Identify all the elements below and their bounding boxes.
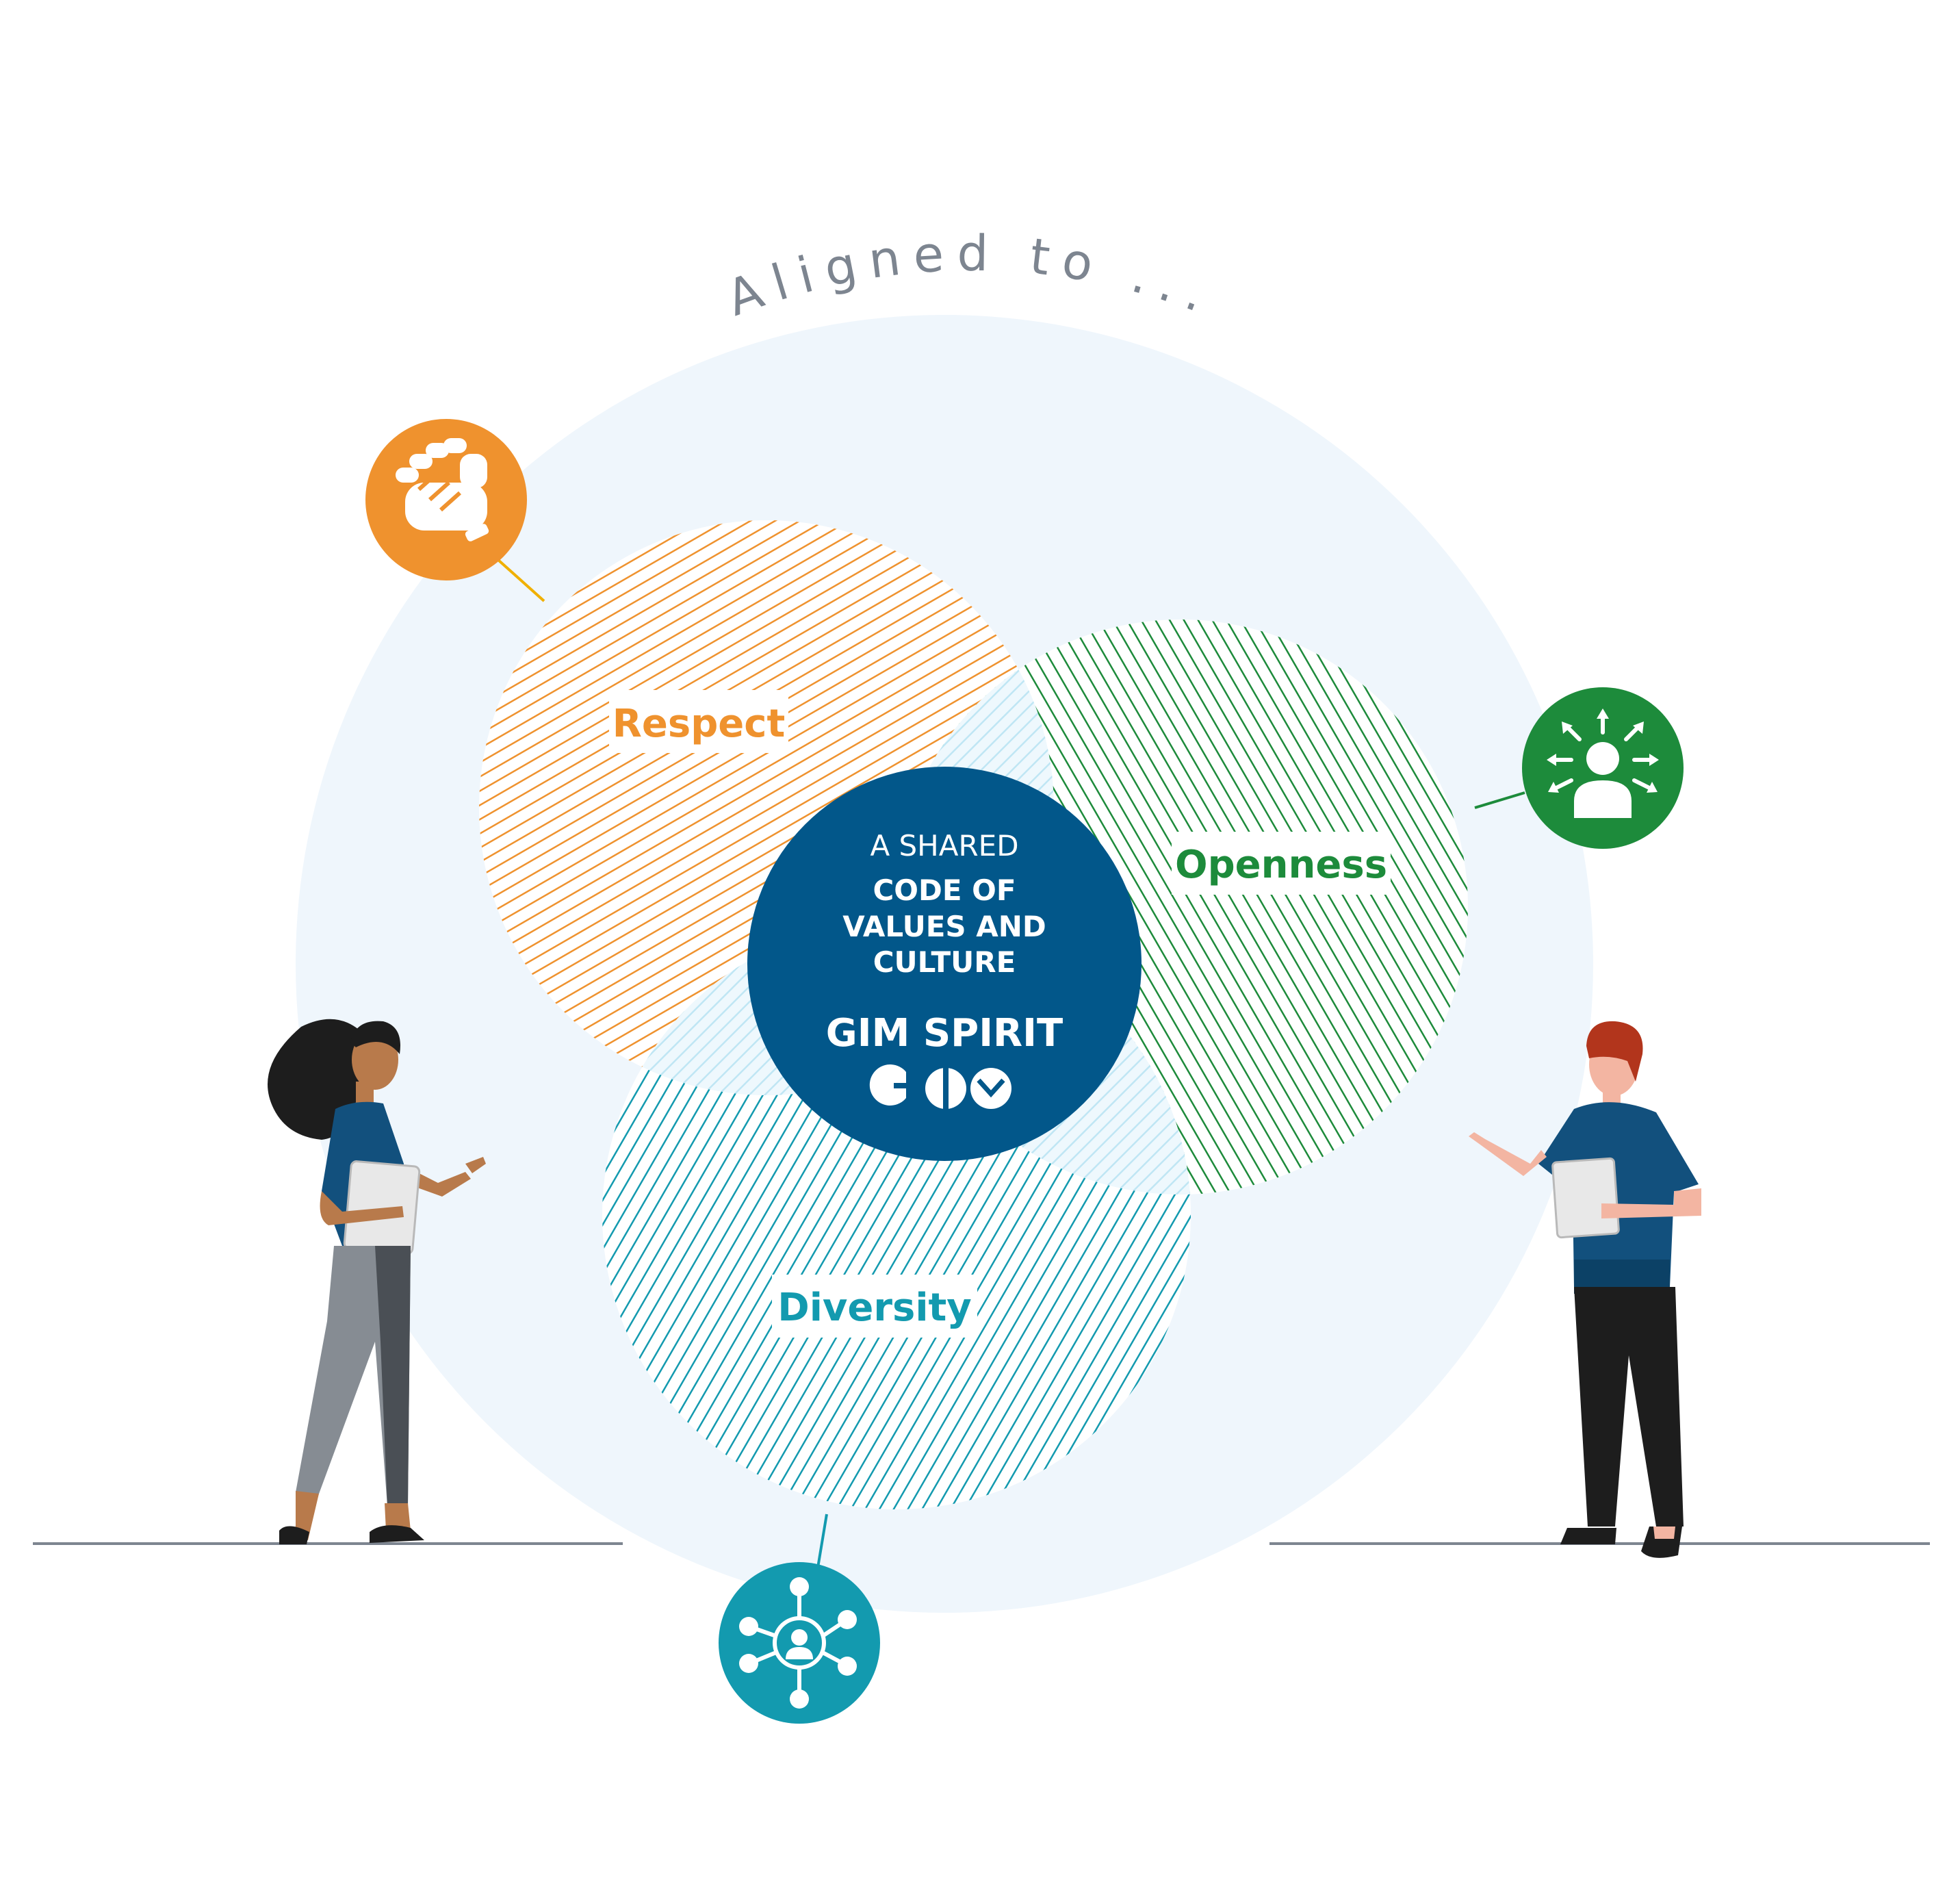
woman-figure [268, 1019, 486, 1544]
connector-openness [1474, 791, 1525, 809]
connector-diversity [816, 1514, 828, 1568]
svg-text:Openness: Openness [1175, 843, 1387, 887]
center-badge: A SHARED CODE OF VALUES AND CULTURE GIM … [747, 767, 1142, 1161]
heading-aligned-to: Aligned to ... [719, 225, 1225, 328]
center-brand: GIM SPIRIT [826, 1011, 1063, 1056]
svg-text:Diversity: Diversity [777, 1286, 972, 1330]
diversity-label: Diversity [772, 1275, 977, 1338]
man-figure [1469, 1021, 1701, 1558]
center-line-2: CODE OF [873, 873, 1016, 907]
handshake-icon [365, 419, 527, 580]
gim-logo-icon [869, 1064, 1011, 1109]
respect-label: Respect [609, 690, 788, 753]
center-line-1: A SHARED [870, 829, 1018, 863]
openness-label: Openness [1172, 832, 1391, 895]
center-line-4: CULTURE [873, 945, 1016, 979]
network-person-icon [719, 1562, 880, 1724]
svg-text:Respect: Respect [612, 702, 785, 746]
connector-respect [497, 559, 545, 602]
person-arrows-icon [1522, 687, 1684, 849]
center-line-3: VALUES AND [842, 910, 1046, 943]
